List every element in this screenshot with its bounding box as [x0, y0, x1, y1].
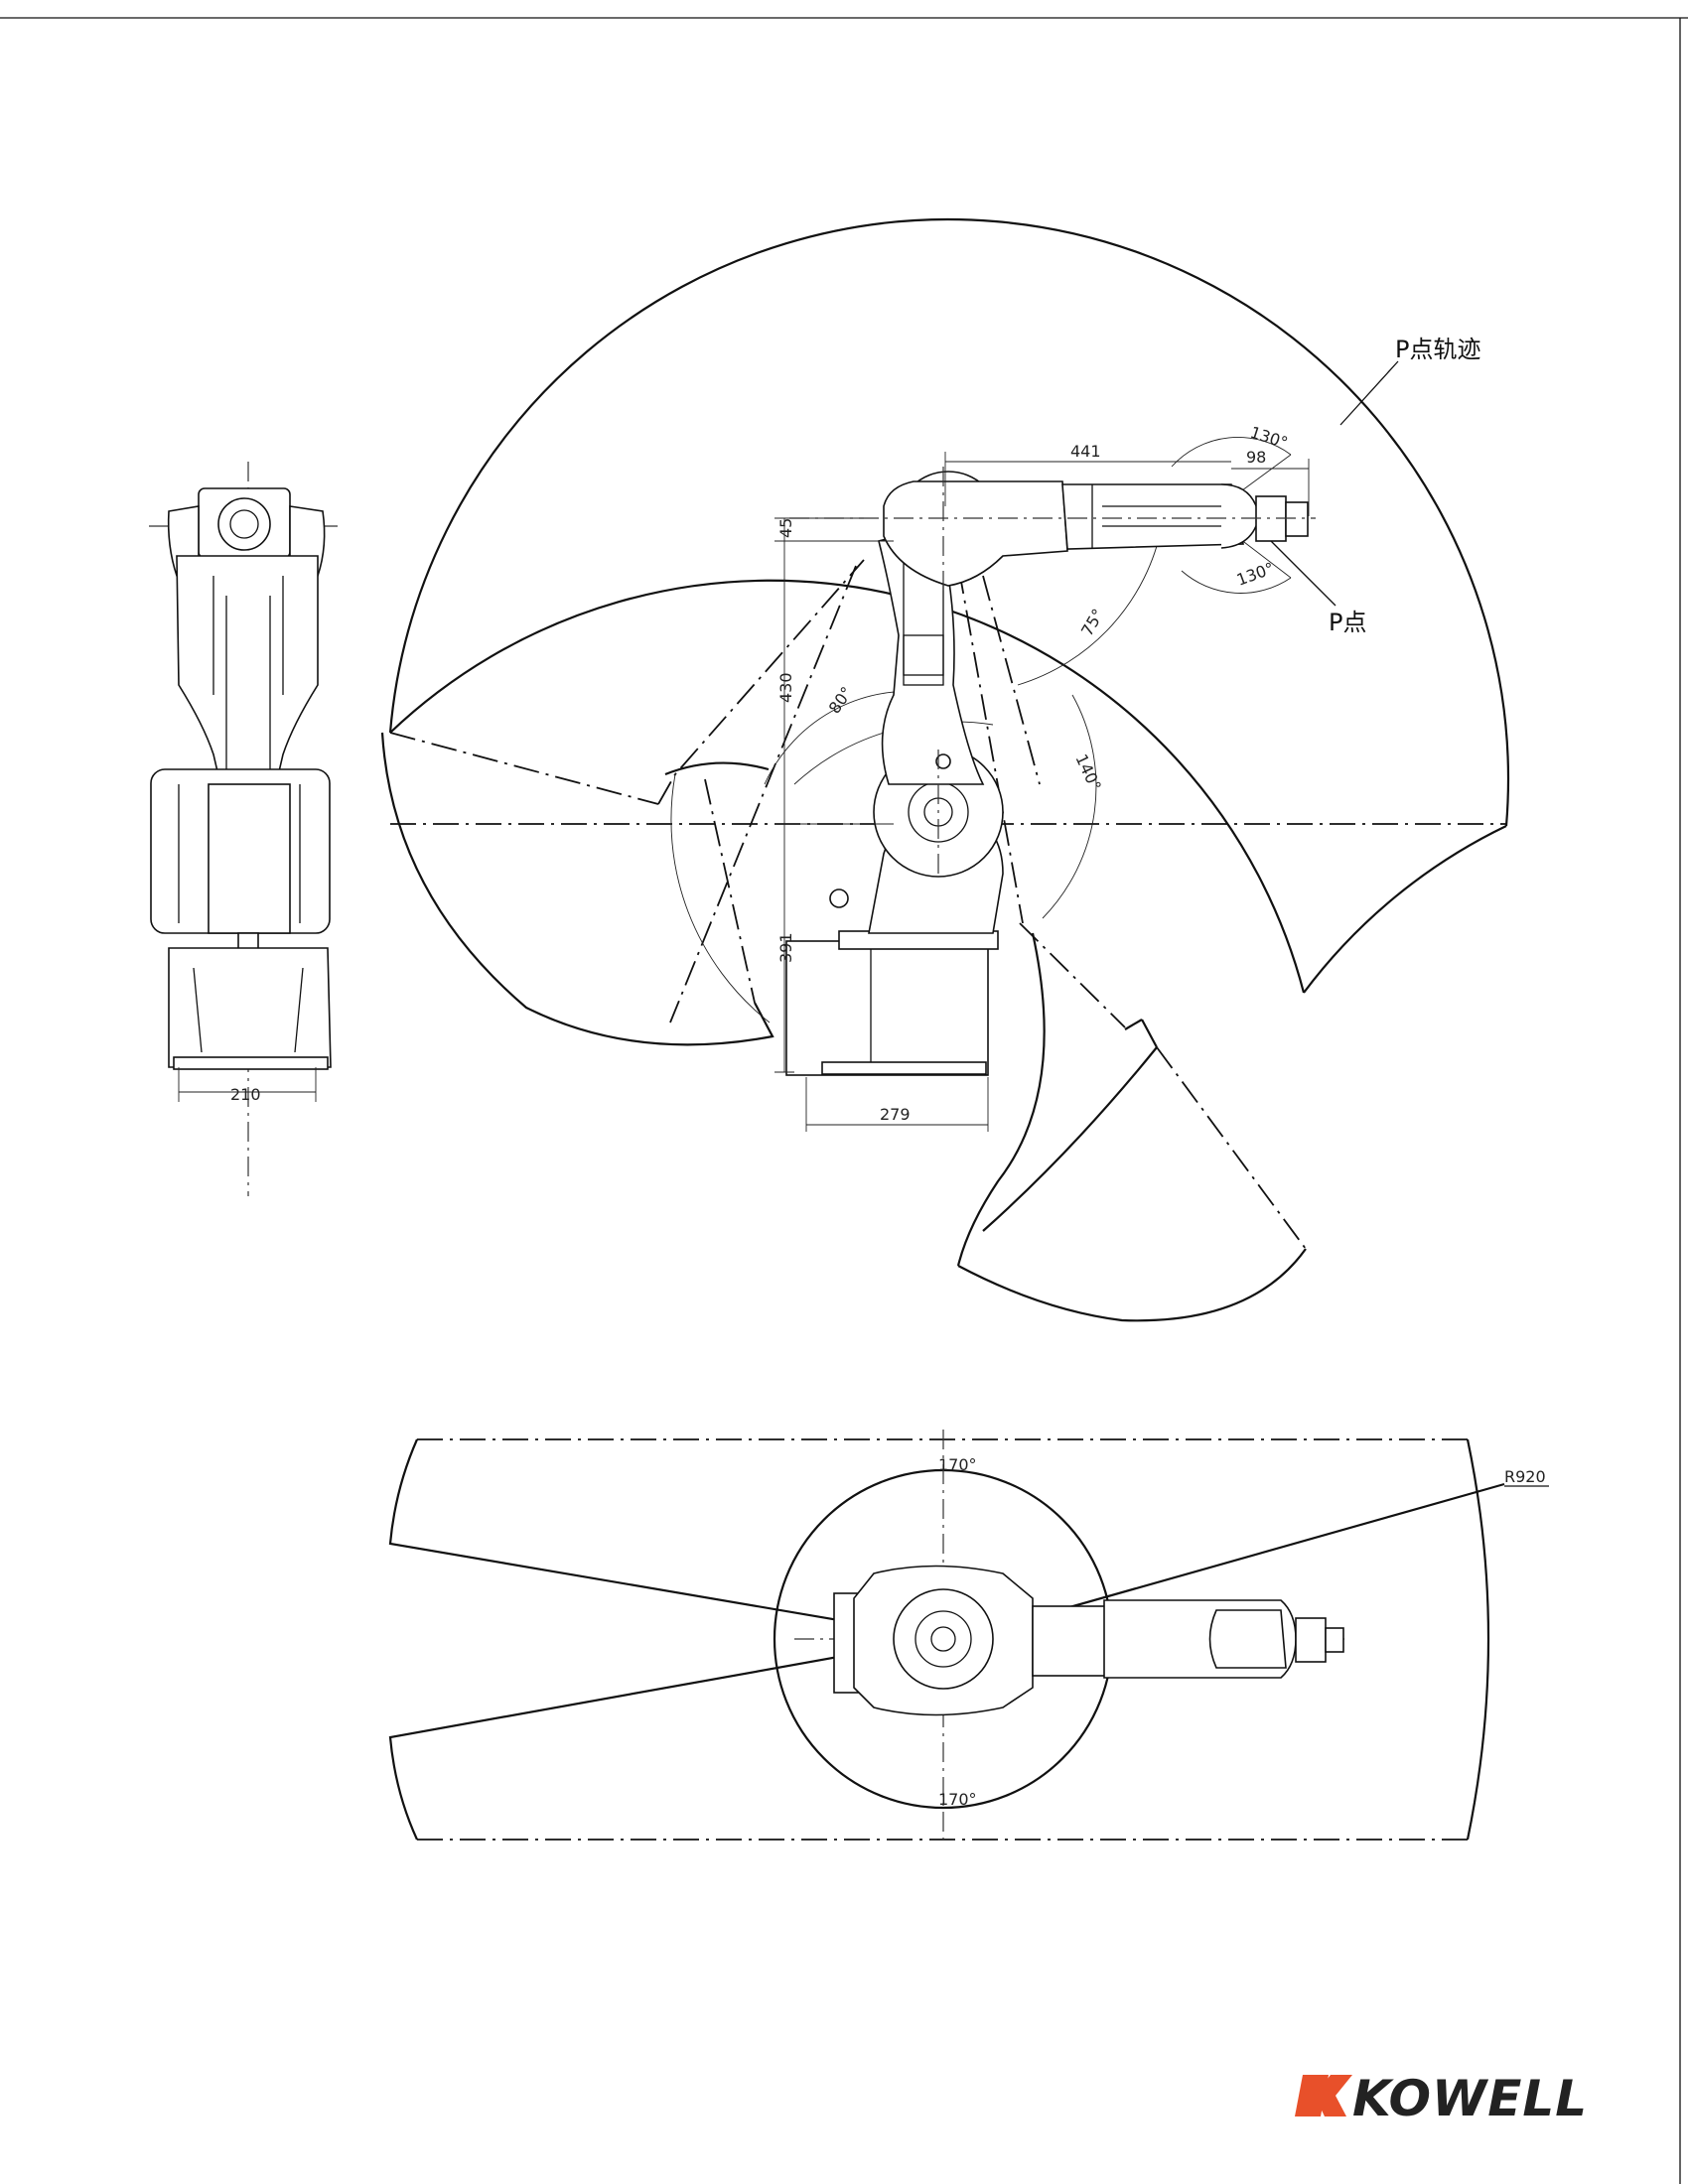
side-view-robot	[785, 467, 1316, 1076]
angle-j1-top: 170°	[938, 1455, 977, 1474]
dim-45: 45	[776, 518, 795, 538]
angle-j5-lower: 130°	[1234, 559, 1277, 590]
dim-279: 279	[880, 1105, 911, 1124]
dim-430: 430	[776, 672, 795, 703]
front-view-robot: 210	[149, 462, 338, 1196]
kowell-logo-mark	[1295, 2075, 1352, 2116]
dim-441: 441	[1070, 442, 1101, 461]
top-view-robot	[833, 1565, 1344, 1716]
dim-210: 210	[230, 1085, 261, 1104]
kowell-logo: KOWELL	[1295, 2070, 1588, 2127]
brand-name: KOWELL	[1352, 2070, 1588, 2127]
trajectory-inner-arc	[664, 761, 770, 776]
label-p-point: P点	[1329, 609, 1366, 636]
label-trajectory: P点轨迹	[1395, 336, 1480, 363]
trajectory-outer-arc-right	[1303, 825, 1507, 994]
angle-j2-front: 140°	[1071, 751, 1105, 794]
sheet-border	[0, 17, 1688, 2184]
label-r920: R920	[1504, 1467, 1546, 1486]
dim-391: 391	[776, 932, 795, 963]
side-view-labels: P点轨迹 P点	[1270, 336, 1480, 636]
top-view-envelope: R920 170° 170°	[388, 1430, 1549, 1846]
trajectory-right-lobe	[956, 932, 1046, 1267]
dim-98: 98	[1246, 448, 1266, 467]
trajectory-left-lobe	[380, 732, 774, 1046]
angle-j2-back: 80°	[825, 683, 857, 717]
angle-j1-bottom: 170°	[938, 1790, 977, 1809]
